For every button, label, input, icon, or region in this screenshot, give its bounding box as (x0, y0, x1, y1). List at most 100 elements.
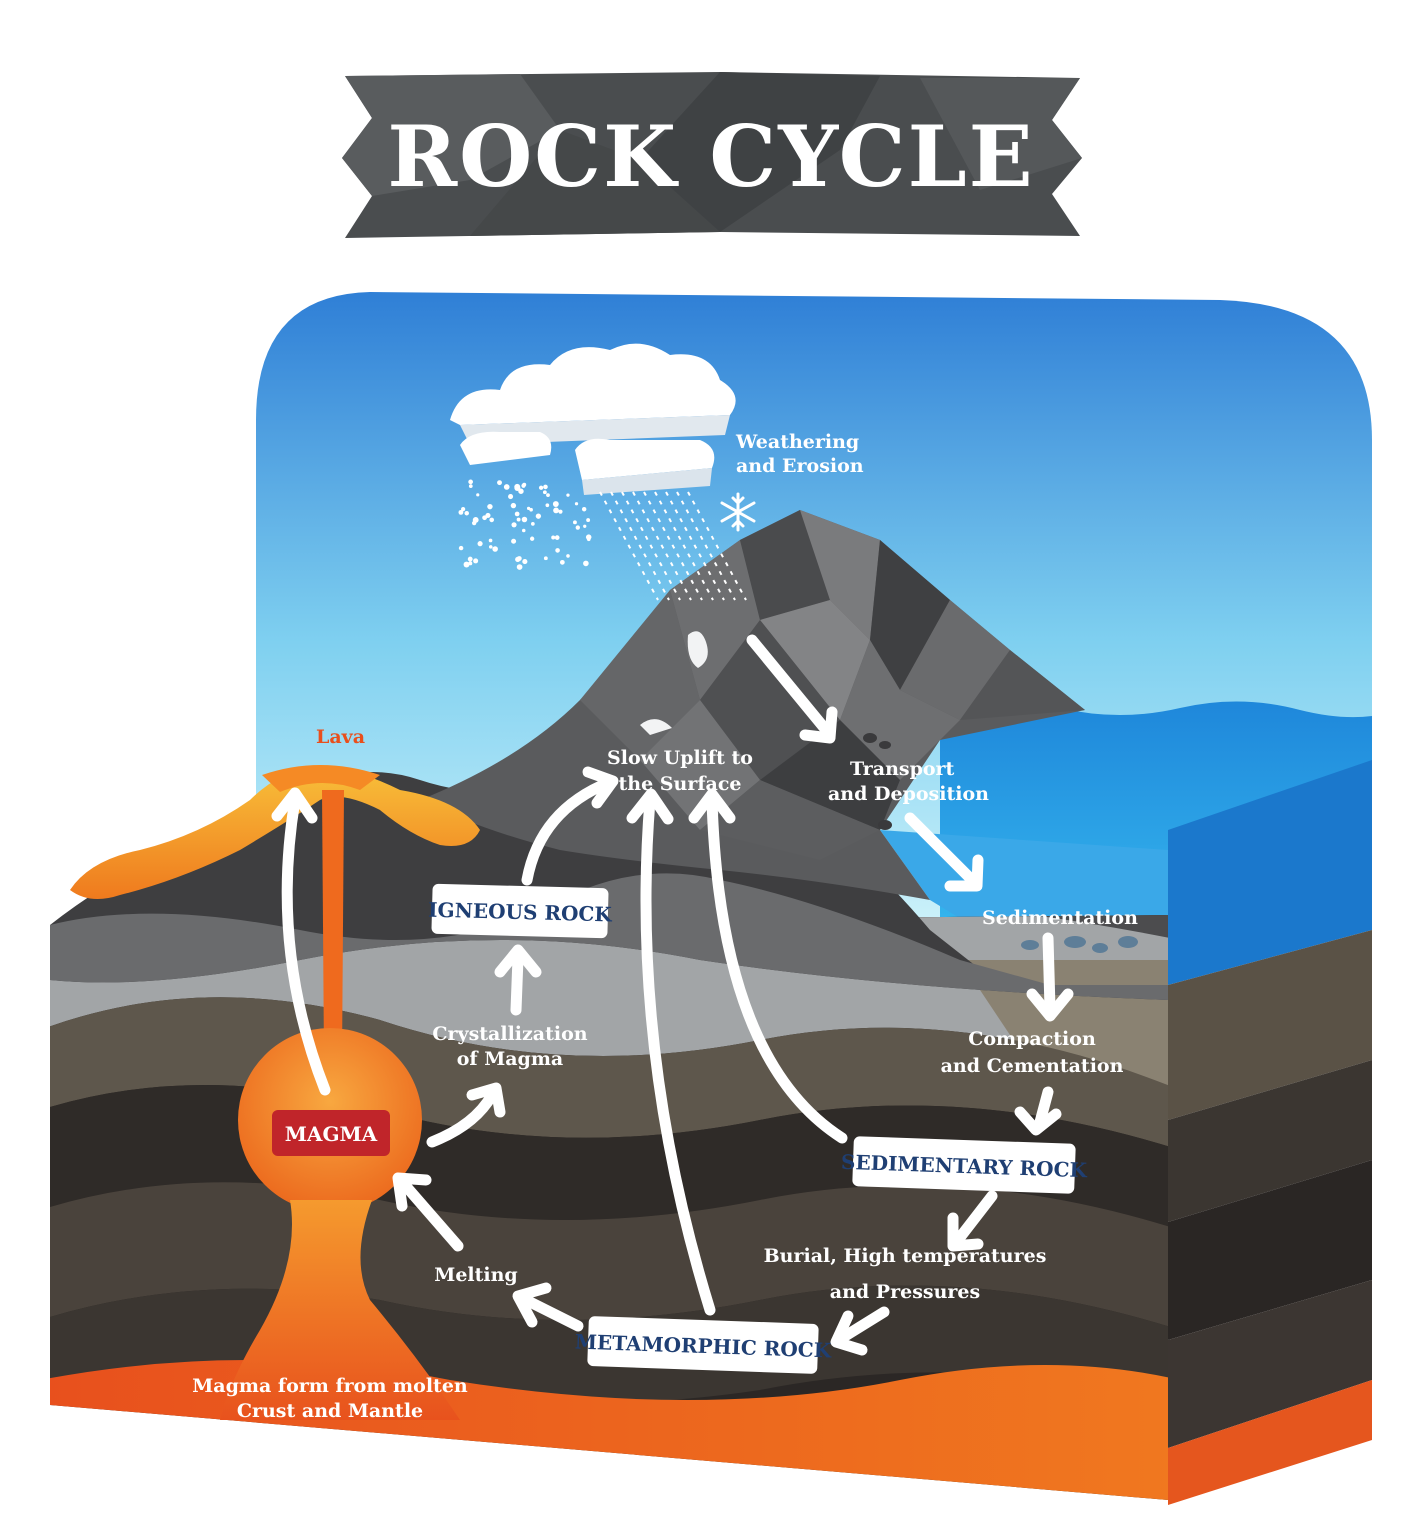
snow-dot (529, 536, 535, 541)
igneous-rock-label: IGNEOUS ROCK (428, 898, 613, 927)
crystallization-label-line1: Crystallization (432, 1023, 587, 1045)
snow-dot (511, 522, 517, 528)
cycle-arrows (271, 634, 1074, 1356)
magma-form-label-line2: Crust and Mantle (237, 1400, 423, 1422)
snow-dot (521, 516, 528, 523)
snow-dot (535, 513, 542, 519)
weathering-label-line1: Weathering (735, 431, 859, 453)
snow-dot (487, 503, 493, 510)
snow-dot (485, 512, 491, 518)
snow-dot (458, 509, 464, 515)
rain-streak (610, 491, 670, 601)
snow-dot (468, 484, 473, 489)
snow-dot (545, 503, 550, 508)
uplift-label-line1: Slow Uplift to (607, 747, 753, 769)
snowflake-icon (720, 492, 756, 532)
rain-streak (687, 491, 747, 601)
snow-dot (531, 522, 535, 526)
weathering-label-line2: and Erosion (736, 455, 864, 477)
snow-dot (542, 490, 547, 495)
arrow-melting-to-magma (398, 1178, 464, 1252)
rain-streak (621, 491, 681, 601)
snow-dot (558, 509, 563, 514)
precipitation (458, 479, 747, 601)
arrow-weathering-to-transport (746, 634, 832, 736)
arrow-magma-to-crystallization (426, 1089, 498, 1148)
crystallization-label-line2: of Magma (457, 1048, 564, 1070)
rain-streak (643, 491, 703, 601)
snow-dot (553, 507, 559, 514)
arrow-igneous-to-uplift (521, 776, 616, 886)
sedimentary-rock-box: SEDIMENTARY ROCK (841, 1136, 1088, 1194)
rain-streak (665, 491, 725, 601)
arrow-metamorphic-to-uplift (640, 794, 716, 1316)
transport-label-line2: and Deposition (828, 783, 989, 805)
melting-label: Melting (434, 1264, 517, 1286)
arrow-metamorphic-to-melting (520, 1294, 584, 1332)
snow-dot (586, 537, 591, 542)
magma-form-label-line1: Magma form from molten (192, 1375, 468, 1397)
snow-dot (555, 548, 560, 553)
snow-dot (529, 507, 533, 512)
snow-dot (575, 525, 580, 530)
lava-flow (70, 765, 480, 899)
metamorphic-rock-box: METAMORPHIC ROCK (574, 1316, 832, 1374)
snow-dot (538, 485, 544, 490)
snow-dot (583, 560, 589, 567)
arrow-sedimentary-to-burial (952, 1190, 998, 1246)
snow-dot (458, 545, 464, 551)
snow-dot (552, 501, 559, 507)
snow-dot (508, 494, 514, 500)
snow-dot (468, 479, 473, 485)
snow-dot (515, 556, 521, 563)
snow-dot (574, 502, 579, 506)
snow-dot (514, 511, 520, 517)
snow-dot (551, 535, 556, 540)
snow-dot (477, 541, 483, 547)
sedimentation-label: Sedimentation (982, 907, 1138, 929)
snow-dot (497, 480, 502, 486)
snow-dot (461, 507, 466, 512)
snow-dot (467, 556, 473, 562)
snow-dot (471, 520, 477, 526)
snow-dot (514, 483, 521, 490)
burial-label-line2: and Pressures (830, 1281, 980, 1303)
magma-box: MAGMA (272, 1110, 390, 1156)
arrow-burial-to-metamorphic (836, 1306, 890, 1344)
snow-dot (566, 554, 570, 558)
snow-dot (511, 538, 517, 544)
snow-dot (492, 546, 498, 552)
rain-streak (632, 491, 692, 601)
snow-dot (489, 517, 495, 523)
snow-dot (510, 502, 517, 509)
snow-dot (526, 506, 531, 510)
ocean (880, 696, 1372, 985)
snow-dot (488, 545, 493, 549)
rain-streak (654, 491, 714, 601)
clouds (450, 343, 736, 495)
snow-dot (521, 528, 526, 533)
sediment-pebbles (863, 733, 1138, 953)
magma-label: MAGMA (285, 1122, 378, 1146)
snow-dot (566, 493, 570, 497)
snow-dot (516, 517, 521, 522)
arrow-sedimentary-to-uplift (706, 794, 848, 1144)
title-banner: ROCK CYCLE (342, 72, 1082, 238)
transport-label-line1: Transport (850, 758, 955, 780)
rain-streak (599, 491, 659, 601)
snow-dot (573, 520, 577, 525)
process-labels: Weathering and Erosion Lava Slow Uplift … (192, 431, 1138, 1422)
compaction-label-line1: Compaction (968, 1028, 1096, 1050)
igneous-rock-box: IGNEOUS ROCK (428, 883, 613, 939)
snow-dot (503, 484, 510, 490)
snow-dot (554, 535, 560, 541)
snow-dot (516, 564, 523, 570)
compaction-label-line2: and Cementation (941, 1055, 1124, 1077)
lava-label: Lava (316, 726, 365, 748)
arrow-transport-to-sedimentation (904, 812, 978, 886)
arrow-crystallization-to-igneous (510, 952, 524, 1016)
arrow-compaction-to-sedimentary (1034, 1086, 1054, 1128)
snow-dot (543, 556, 548, 561)
burial-label-line1: Burial, High temperatures (764, 1245, 1047, 1267)
